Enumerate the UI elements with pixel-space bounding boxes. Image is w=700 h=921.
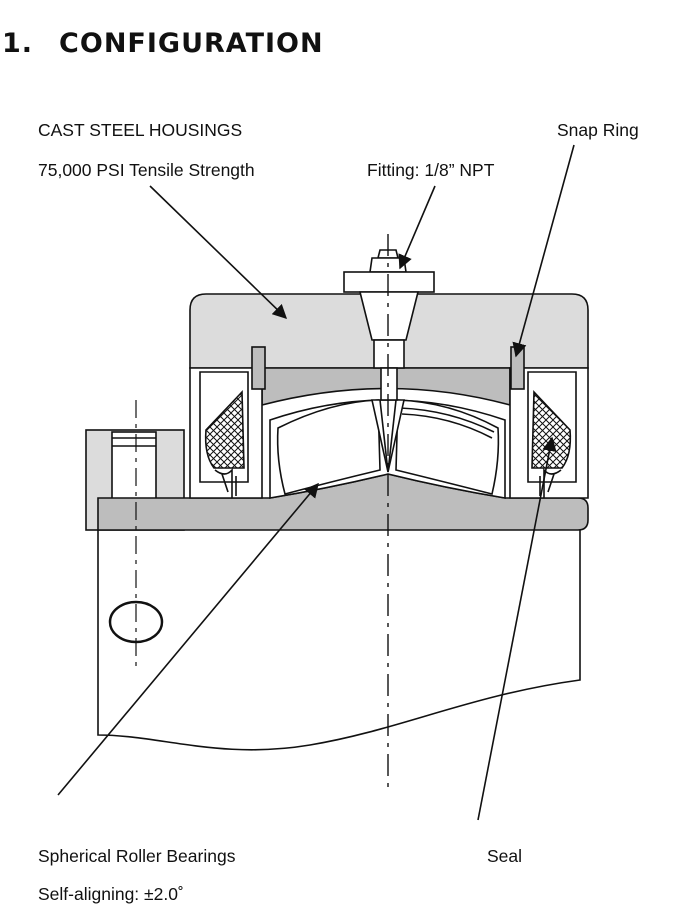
grease-fitting-hex	[343, 271, 435, 293]
section-number: 1.	[2, 28, 34, 59]
leader-snap-ring	[512, 144, 575, 358]
seal-right-lip	[531, 390, 572, 469]
section-heading: 1. CONFIGURATION	[2, 28, 324, 59]
snap-ring-label: Snap Ring	[557, 120, 639, 140]
section-title: CONFIGURATION	[59, 28, 324, 59]
leader-fitting	[398, 185, 436, 270]
tensile-strength-label: 75,000 PSI Tensile Strength	[38, 160, 255, 180]
self-aligning-label: Self-aligning: ±2.0˚	[38, 884, 184, 904]
roller-bearings-label: Spherical Roller Bearings	[38, 846, 236, 866]
lube-passage	[380, 367, 398, 401]
leader-housing	[149, 185, 288, 320]
snap-ring-left	[251, 346, 266, 390]
seal-left-lip	[204, 390, 245, 469]
fitting-label: Fitting: 1/8” NPT	[367, 160, 495, 180]
housing-label: CAST STEEL HOUSINGS	[38, 120, 243, 140]
grease-fitting-body	[358, 291, 420, 341]
seal-label: Seal	[487, 846, 523, 866]
grease-fitting-stem	[373, 339, 405, 369]
leader-seal	[477, 436, 557, 821]
shaft	[97, 530, 581, 751]
roller-left	[276, 399, 381, 495]
leader-roller	[57, 482, 319, 796]
